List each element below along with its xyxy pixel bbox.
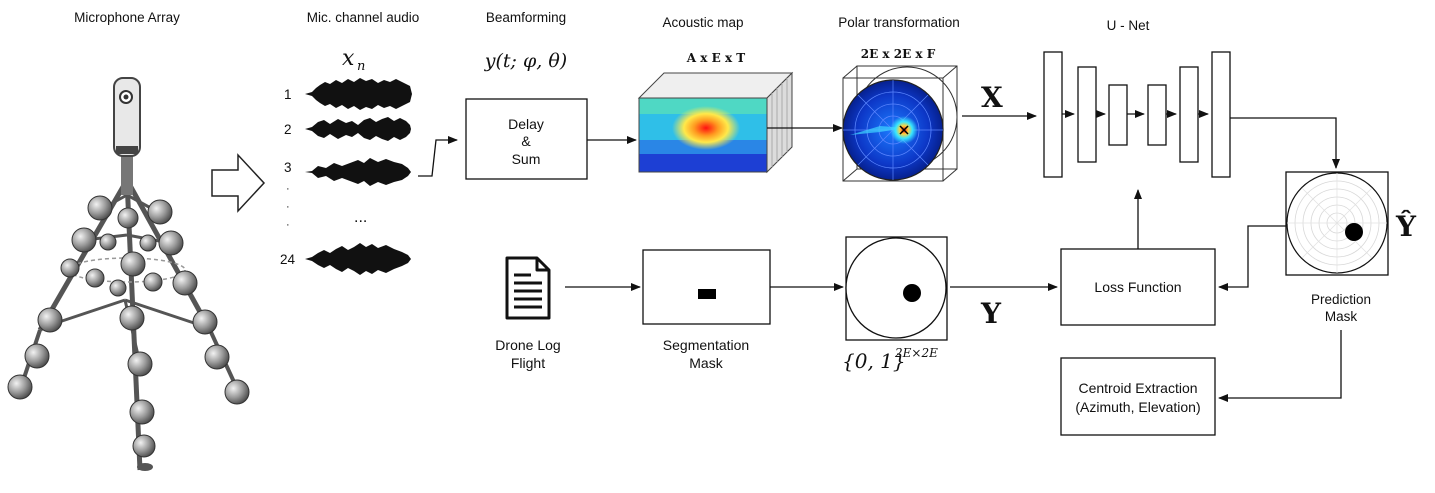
segmentation-mask-box [642, 249, 771, 325]
drone-log-line2: Flight [511, 355, 545, 371]
header-unet: U - Net [1107, 18, 1150, 33]
loss-function-box [1060, 248, 1216, 326]
target-Y-label: Y [980, 297, 1002, 330]
hollow-right-arrow-icon [211, 153, 266, 213]
header-acoustic-map: Acoustic map [662, 15, 743, 30]
delay-and-sum-line3: Sum [512, 151, 541, 167]
input-X-label: X [981, 81, 1003, 114]
binary-set-exponent: 2E×2E [894, 346, 938, 360]
header-beamforming: Beamforming [486, 10, 566, 25]
ground-truth-polar-mask [845, 236, 948, 341]
segmentation-blob [698, 289, 716, 299]
delay-and-sum-line2: & [521, 133, 531, 149]
waveform-1 [305, 78, 412, 110]
waveform-24 [305, 243, 411, 275]
prediction-mask-line1: Prediction [1311, 292, 1371, 307]
xn-subscript: n [357, 59, 365, 74]
channel-label-2: 2 [284, 122, 292, 137]
arrow-unet-to-prediction [1230, 117, 1340, 169]
waveform-3 [305, 158, 411, 186]
binary-set-base: {0, 1} [842, 349, 906, 373]
centroid-extraction-line1: Centroid Extraction [1078, 380, 1197, 396]
mic-channel-audio: x n 1 2 3 · · · ... 24 [280, 46, 412, 275]
header-mic-channel-audio: Mic. channel audio [307, 10, 420, 25]
prediction-mask [1285, 171, 1389, 276]
waveform-2 [305, 117, 411, 141]
svg-text:·: · [286, 201, 290, 213]
arrow-prediction-to-centroid [1218, 330, 1342, 402]
svg-text:·: · [286, 183, 290, 195]
microphone-array-tripod-icon [7, 77, 250, 471]
prediction-mask-line2: Mask [1325, 309, 1358, 324]
arrow-prediction-to-loss [1218, 225, 1286, 291]
prediction-Yhat-label: Ŷ [1395, 210, 1417, 243]
polar-dims: 2E x 2E x F [861, 47, 936, 61]
svg-text:·: · [286, 219, 290, 231]
acoustic-map-cube [637, 71, 794, 174]
loss-function-label: Loss Function [1094, 279, 1181, 295]
acoustic-map-dims: A x E x T [686, 51, 745, 65]
channel-ellipsis: ... [354, 209, 367, 226]
arrow-audio-to-beamforming [418, 136, 458, 177]
header-polar-transformation: Polar transformation [838, 15, 960, 30]
centroid-extraction-box [1060, 357, 1216, 436]
channel-label-1: 1 [284, 87, 292, 102]
header-microphone-array: Microphone Array [74, 10, 180, 25]
beamforming-function: y(t; φ, θ) [484, 50, 567, 72]
channel-label-24: 24 [280, 252, 296, 267]
unet-diagram [1043, 51, 1231, 178]
segmentation-mask-line2: Mask [689, 355, 723, 371]
drone-log-line1: Drone Log [495, 337, 560, 353]
document-icon [505, 256, 551, 320]
polar-transformation-cube [842, 65, 958, 182]
delay-and-sum-box [465, 98, 588, 180]
xn-symbol: x [342, 46, 355, 71]
channel-label-3: 3 [284, 160, 292, 175]
segmentation-mask-line1: Segmentation [663, 337, 749, 353]
delay-and-sum-line1: Delay [508, 116, 544, 132]
centroid-extraction-line2: (Azimuth, Elevation) [1075, 399, 1200, 415]
